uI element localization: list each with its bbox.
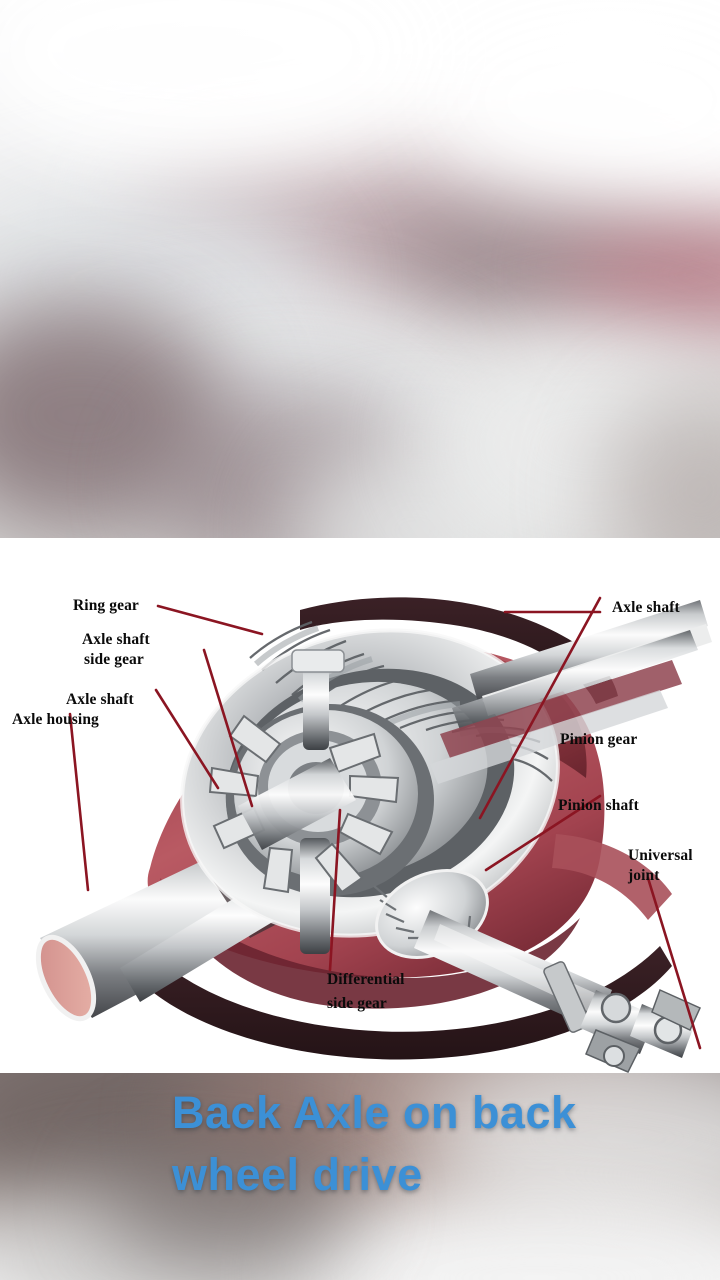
video-caption: Back Axle on back wheel drive bbox=[0, 1082, 720, 1206]
differential-cutaway-illustration: Ring gear Axle shaft side gear Axle shaf… bbox=[0, 538, 720, 1073]
blurred-background-bottom bbox=[0, 1073, 720, 1280]
label-pinion-shaft: Pinion shaft bbox=[558, 797, 639, 814]
label-axle-housing: Axle housing bbox=[12, 711, 99, 728]
pinion-shaft bbox=[414, 910, 612, 1033]
blurred-background-top bbox=[0, 0, 720, 538]
axle-shaft-right bbox=[430, 600, 712, 784]
caption-line-2: wheel drive bbox=[172, 1149, 423, 1200]
leader-lines bbox=[68, 596, 702, 1050]
label-axle-shaft-side-gear-line2: side gear bbox=[84, 651, 144, 668]
differential-carrier bbox=[208, 649, 434, 954]
label-universal-joint-line2: joint bbox=[628, 867, 660, 884]
label-axle-shaft-left: Axle shaft bbox=[66, 691, 134, 708]
label-universal-joint-line1: Universal bbox=[628, 847, 693, 864]
label-pinion-gear: Pinion gear bbox=[560, 731, 638, 748]
label-ring-gear: Ring gear bbox=[73, 597, 139, 614]
label-axle-shaft-right: Axle shaft bbox=[612, 599, 680, 616]
label-differential-side-gear-line2: side gear bbox=[327, 995, 387, 1012]
caption-line-1: Back Axle on back bbox=[172, 1087, 577, 1138]
label-differential-side-gear-line1: Differential bbox=[327, 971, 405, 988]
axle-diagram-svg bbox=[0, 538, 720, 1073]
universal-joint bbox=[580, 988, 701, 1073]
label-axle-shaft-side-gear-line1: Axle shaft bbox=[82, 631, 150, 648]
